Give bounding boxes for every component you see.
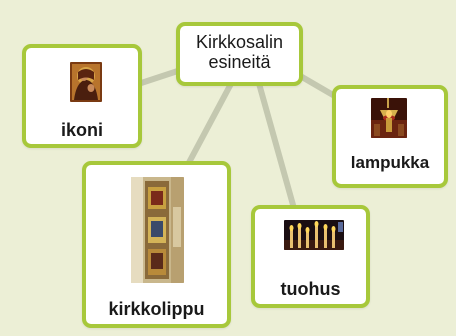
node-kirkkolippu[interactable]: kirkkolippu xyxy=(82,161,231,328)
church-banner-photo xyxy=(131,177,184,283)
node-lampukka[interactable]: lampukka xyxy=(332,85,448,188)
connector-kirkkolippu xyxy=(182,77,236,173)
candles-photo xyxy=(284,220,344,250)
votive-lamp-photo xyxy=(371,98,407,138)
center-node[interactable]: Kirkkosalin esineitä xyxy=(176,22,303,86)
node-ikoni[interactable]: ikoni xyxy=(22,44,142,148)
node-ikoni-label: ikoni xyxy=(60,120,103,140)
node-lampukka-label: lampukka xyxy=(350,153,430,172)
node-tuohus[interactable]: tuohus xyxy=(251,205,370,308)
center-node-title: Kirkkosalin esineitä xyxy=(195,32,284,72)
node-kirkkolippu-label: kirkkolippu xyxy=(108,299,205,319)
connector-tuohus xyxy=(255,77,298,215)
node-tuohus-label: tuohus xyxy=(280,279,341,299)
icon-painting xyxy=(70,62,102,102)
